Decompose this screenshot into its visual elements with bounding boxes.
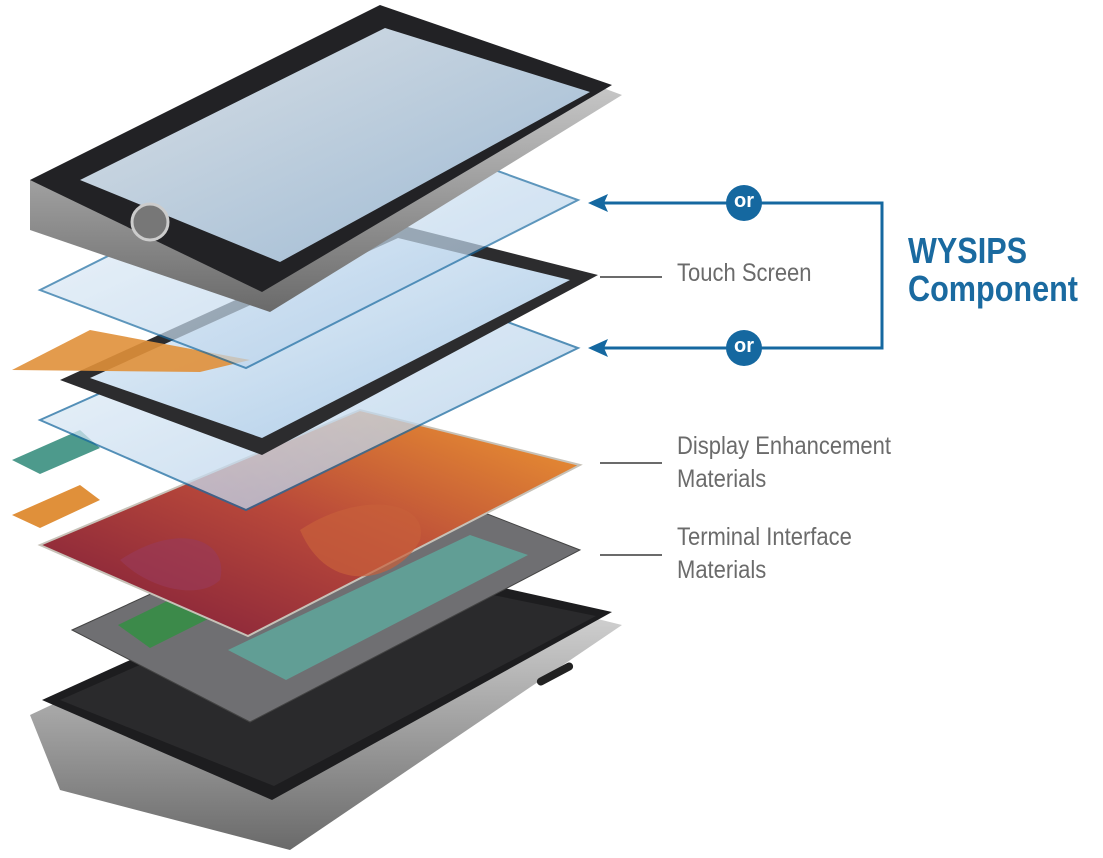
wysips-title-line2: Component: [908, 268, 1078, 309]
terminal-label-line1: Terminal Interface: [677, 523, 852, 551]
touch-screen-label: Touch Screen: [677, 259, 812, 287]
wysips-component-title: WYSIPS Component: [908, 232, 1078, 308]
terminal-label-line2: Materials: [677, 556, 767, 584]
touch-screen-layer: [60, 225, 598, 455]
display-label-line1: Display Enhancement: [677, 432, 892, 460]
home-button-icon: [130, 202, 170, 242]
arrow-left-icon: [588, 339, 608, 357]
wysips-title-line1: WYSIPS: [908, 230, 1028, 271]
phone-front-bezel: [30, 5, 622, 312]
terminal-interface-label: Terminal Interface Materials: [677, 521, 852, 587]
display-layer: [37, 408, 583, 638]
display-label-line2: Materials: [677, 465, 767, 493]
or-badge-top: or: [726, 185, 762, 221]
or-badge-bottom: or: [726, 330, 762, 366]
arrow-left-icon: [588, 194, 608, 212]
display-enhancement-label: Display Enhancement Materials: [677, 430, 891, 496]
leader-lines: [600, 276, 662, 556]
